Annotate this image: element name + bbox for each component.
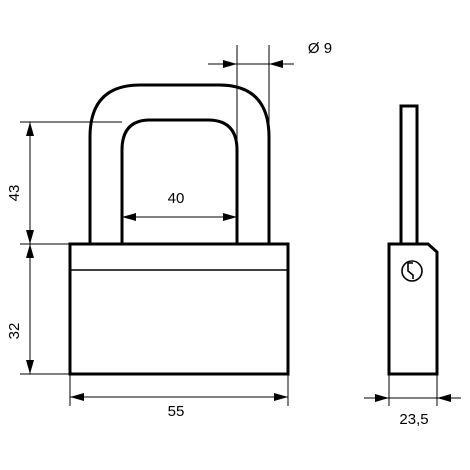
side-view: 23,5 xyxy=(364,104,461,428)
body-width-label: 55 xyxy=(168,403,185,420)
dimension-shackle-diameter: Ø 9 xyxy=(208,40,332,150)
dimension-depth: 23,5 xyxy=(364,374,461,428)
body-height-label: 32 xyxy=(6,323,23,340)
front-view: 43 32 40 55 xyxy=(6,40,332,420)
shackle-height-label: 43 xyxy=(6,185,23,202)
lock-body xyxy=(68,242,290,376)
shackle-inner xyxy=(120,118,239,244)
depth-label: 23,5 xyxy=(399,411,428,428)
shackle-diameter-label: Ø 9 xyxy=(308,40,332,57)
dimension-shackle-inner-width: 40 xyxy=(122,190,237,221)
keyhole-icon xyxy=(401,260,423,282)
shackle-outer xyxy=(88,83,271,244)
dimension-body-width: 55 xyxy=(69,374,289,420)
shackle-inner-width-label: 40 xyxy=(168,190,185,207)
dimension-body-height: 32 xyxy=(6,244,70,375)
dimension-shackle-height: 43 xyxy=(6,121,122,245)
side-shackle xyxy=(399,104,419,246)
